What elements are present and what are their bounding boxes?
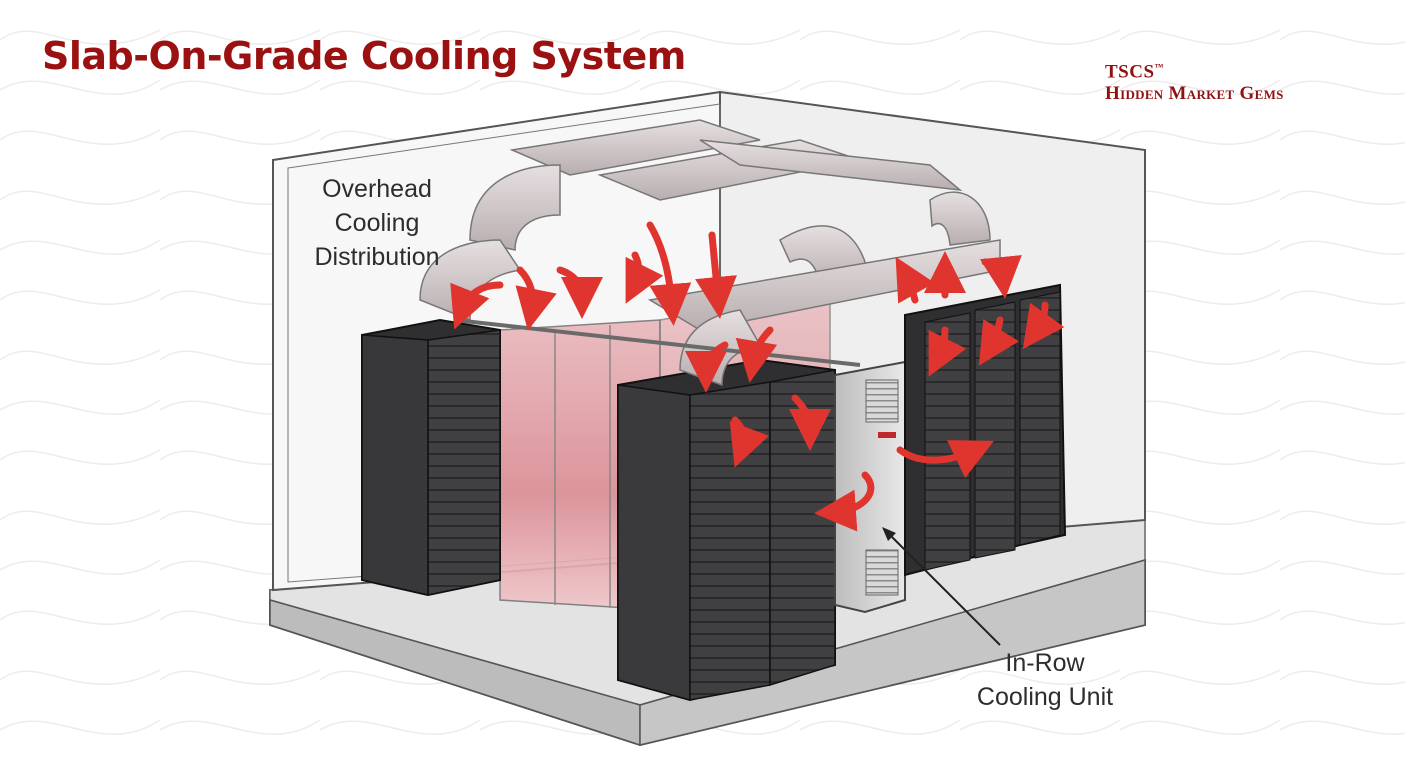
airflow-arrow-icon xyxy=(980,255,1022,299)
airflow-arrow-icon xyxy=(735,326,778,383)
label-inrow-line2: Cooling Unit xyxy=(976,683,1114,711)
server-rack-left xyxy=(361,318,501,597)
airflow-arrow-icon xyxy=(978,316,1019,366)
airflow-arrow-icon xyxy=(646,221,692,326)
airflow-arrow-icon xyxy=(685,341,729,393)
airflow-arrows xyxy=(450,221,1065,532)
label-overhead-cooling-distribution: Overhead Cooling Distribution xyxy=(292,172,462,274)
label-inrow-line1: In-Row xyxy=(1005,649,1085,677)
server-rack-right xyxy=(904,283,1067,577)
airflow-arrow-icon xyxy=(515,266,557,331)
label-overhead-line2: Cooling xyxy=(334,209,420,237)
airflow-arrow-icon xyxy=(1022,301,1065,350)
label-overhead-line1: Overhead xyxy=(322,175,432,203)
page-title: Slab-On-Grade Cooling System xyxy=(42,34,686,78)
airflow-arrow-icon xyxy=(788,394,831,451)
brand-trademark: ™ xyxy=(1154,62,1165,72)
airflow-arrow-icon xyxy=(895,256,935,304)
brand-name-text: TSCS xyxy=(1105,61,1155,83)
airflow-arrow-icon xyxy=(729,416,770,468)
airflow-arrow-icon xyxy=(625,251,664,304)
label-overhead-line3: Distribution xyxy=(314,243,440,271)
airflow-arrow-icon xyxy=(556,266,603,319)
airflow-arrow-icon xyxy=(695,231,737,319)
airflow-arrow-icon xyxy=(814,471,875,532)
airflow-arrow-icon xyxy=(450,281,504,330)
brand-tagline: Hidden Market Gems xyxy=(1105,83,1284,105)
brand-name: TSCS™ xyxy=(1105,56,1284,83)
brand-logo: TSCS™ Hidden Market Gems xyxy=(1105,56,1284,105)
airflow-arrow-icon xyxy=(928,326,967,377)
in-row-callout-pointer xyxy=(882,527,1001,646)
airflow-arrow-icon xyxy=(896,440,994,479)
label-in-row-cooling-unit: In-Row Cooling Unit xyxy=(955,646,1135,714)
